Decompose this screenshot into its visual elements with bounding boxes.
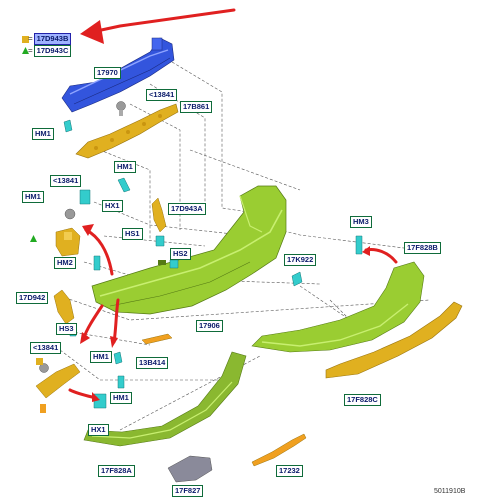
corner-bracket-mid xyxy=(55,227,81,257)
callout-17k922[interactable]: 17K922 xyxy=(284,254,317,266)
callout-17970[interactable]: 17970 xyxy=(94,67,121,79)
strip-13b414 xyxy=(141,333,173,345)
rear-bumper-cover xyxy=(91,185,287,315)
callout-hm1-lower-a[interactable]: HM1 xyxy=(90,351,112,363)
callout-hx1-lower[interactable]: HX1 xyxy=(88,424,109,436)
lower-left-bracket xyxy=(35,363,81,413)
callout-17906[interactable]: 17906 xyxy=(196,320,223,332)
callout-17f827[interactable]: 17F827 xyxy=(172,485,204,497)
callout-13b414[interactable]: 13B414 xyxy=(136,357,169,369)
legend-row-square: = 17D943B xyxy=(28,33,72,45)
diffuser-17f827 xyxy=(167,455,213,483)
bracket-17d942 xyxy=(53,289,75,325)
callout-hm3[interactable]: HM3 xyxy=(350,216,372,228)
legend-symbols xyxy=(22,36,29,54)
legend-code-17d943c[interactable]: 17D943C xyxy=(33,45,72,57)
figure-code: 5011910B xyxy=(434,488,466,495)
red-arrowheads xyxy=(80,20,370,402)
square-marker xyxy=(36,358,43,365)
legend-code-17d943b[interactable]: 17D943B xyxy=(33,33,72,45)
callout-13841-mid[interactable]: <13841 xyxy=(50,175,82,187)
callout-hx1-mid[interactable]: HX1 xyxy=(102,200,123,212)
callout-hm1-lower-b[interactable]: HM1 xyxy=(110,392,132,404)
callout-17d942[interactable]: 17D942 xyxy=(16,292,49,304)
callout-hm2[interactable]: HM2 xyxy=(54,257,76,269)
callout-hm1-left[interactable]: HM1 xyxy=(32,128,54,140)
callout-17d943a[interactable]: 17D943A xyxy=(168,203,206,215)
upper-bracket-17b861 xyxy=(75,103,179,159)
callout-13841-lower[interactable]: <13841 xyxy=(30,342,62,354)
legend-separator: = xyxy=(28,34,33,43)
bolt-mid xyxy=(39,208,76,373)
callout-hm1-center[interactable]: HM1 xyxy=(114,161,136,173)
callout-17b861[interactable]: 17B861 xyxy=(180,101,213,113)
legend-row-triangle: = 17D943C xyxy=(28,45,72,57)
triangle-marker xyxy=(30,235,37,242)
callout-hs1[interactable]: HS1 xyxy=(122,228,143,240)
callout-hs3[interactable]: HS3 xyxy=(56,323,77,335)
callout-13841-upper[interactable]: <13841 xyxy=(146,89,178,101)
legend-triangle-icon xyxy=(22,47,29,54)
side-bracket-17d943a xyxy=(151,197,167,233)
callout-hs2[interactable]: HS2 xyxy=(170,248,191,260)
callout-hm1-mid[interactable]: HM1 xyxy=(22,191,44,203)
callout-17f828c[interactable]: 17F828C xyxy=(344,394,381,406)
legend-square-icon xyxy=(22,36,29,43)
valance-17f828b xyxy=(251,261,425,353)
callout-17f828a[interactable]: 17F828A xyxy=(98,465,135,477)
valance-17f828c xyxy=(325,301,463,379)
callout-17f828b[interactable]: 17F828B xyxy=(404,242,441,254)
callout-17232[interactable]: 17232 xyxy=(276,465,303,477)
moulding-17232 xyxy=(251,433,307,467)
bolt-upper xyxy=(116,101,126,116)
legend-separator: = xyxy=(28,46,33,55)
lower-valance-17f828a xyxy=(83,351,247,447)
